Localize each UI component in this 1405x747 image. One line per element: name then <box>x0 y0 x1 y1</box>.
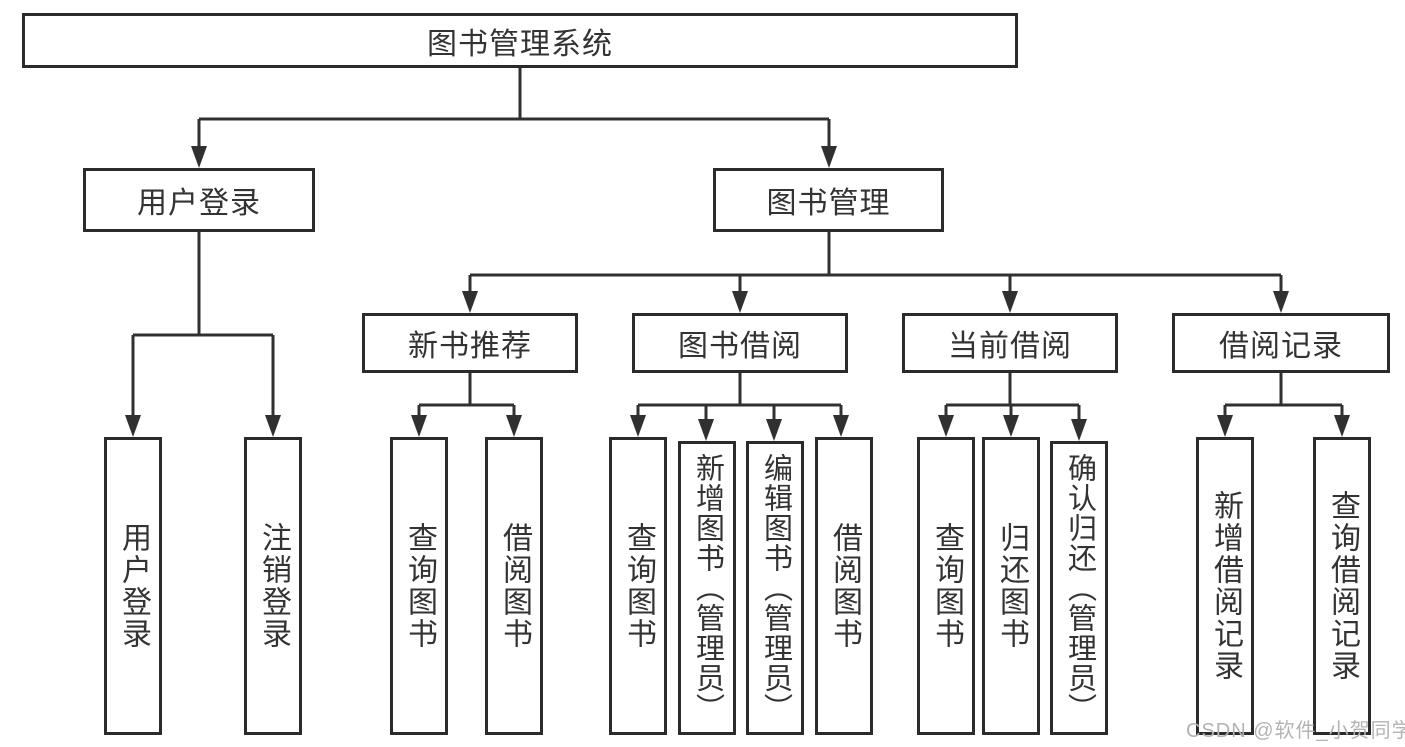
arrowhead-icon <box>732 291 748 313</box>
arrowhead-icon <box>411 415 427 437</box>
arrowhead-icon <box>125 415 141 437</box>
connector-path <box>197 68 831 148</box>
node-book-borrowing: 图书借阅 <box>632 313 848 373</box>
arrowhead-icon <box>938 415 954 437</box>
arrowhead-icon <box>1002 291 1018 313</box>
arrowhead-icon <box>265 415 281 437</box>
connector-path <box>417 373 516 420</box>
leaf-confirm-return-admin: 确认归还（管理员） <box>1050 441 1108 735</box>
connector-path <box>1223 373 1344 420</box>
leaf-edit-books-admin: 编辑图书（管理员） <box>746 441 804 735</box>
arrowhead-icon <box>821 146 837 168</box>
node-new-book-recommend: 新书推荐 <box>362 313 578 373</box>
leaf-add-books-admin: 新增图书（管理员） <box>678 441 736 735</box>
leaf-query-books-1: 查询图书 <box>390 437 448 735</box>
connector-path <box>944 373 1081 424</box>
arrowhead-icon <box>506 415 522 437</box>
node-current-borrowing: 当前借阅 <box>902 313 1118 373</box>
leaf-return-books: 归还图书 <box>982 437 1040 735</box>
arrowhead-icon <box>766 419 782 441</box>
leaf-borrow-books-1: 借阅图书 <box>485 437 543 735</box>
node-root: 图书管理系统 <box>22 13 1018 68</box>
arrowhead-icon <box>833 415 849 437</box>
leaf-query-books-2: 查询图书 <box>609 437 667 735</box>
node-user-login: 用户登录 <box>83 168 315 232</box>
connector-path <box>131 232 275 420</box>
connector-path <box>636 373 843 424</box>
connector-path <box>468 232 1283 295</box>
watermark: CSDN @软件_小贺同学 <box>1186 720 1405 742</box>
arrowhead-icon <box>1071 419 1087 441</box>
leaf-logout: 注销登录 <box>244 437 302 735</box>
leaf-user-login: 用户登录 <box>104 437 162 735</box>
node-borrow-records: 借阅记录 <box>1172 313 1390 373</box>
arrowhead-icon <box>1003 415 1019 437</box>
arrowhead-icon <box>462 291 478 313</box>
arrowhead-icon <box>698 419 714 441</box>
arrowhead-icon <box>191 146 207 168</box>
leaf-add-borrow-record: 新增借阅记录 <box>1196 437 1254 735</box>
arrowhead-icon <box>1273 291 1289 313</box>
node-book-management: 图书管理 <box>713 168 944 232</box>
arrowhead-icon <box>1217 415 1233 437</box>
leaf-query-books-3: 查询图书 <box>917 437 975 735</box>
arrowhead-icon <box>630 415 646 437</box>
leaf-borrow-books-2: 借阅图书 <box>815 437 873 735</box>
arrowhead-icon <box>1334 415 1350 437</box>
leaf-query-borrow-record: 查询借阅记录 <box>1313 437 1371 735</box>
